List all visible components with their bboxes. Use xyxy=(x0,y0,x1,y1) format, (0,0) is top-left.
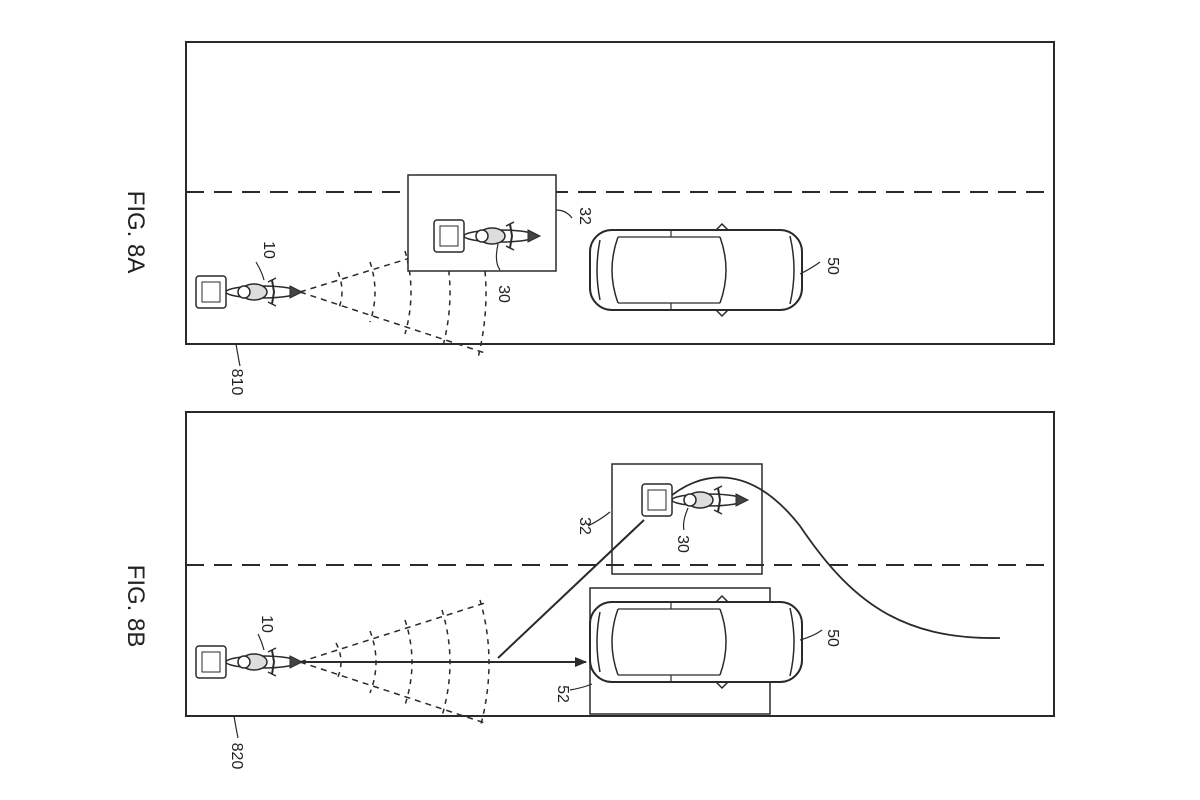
rider-motorcycle-8b xyxy=(195,645,303,679)
ref-road-8a: 810 xyxy=(228,369,245,396)
ref-detection-box-8a: 32 xyxy=(576,207,593,225)
ref-car-8b: 50 xyxy=(824,629,841,647)
figure-8a-label: FIG. 8A xyxy=(122,191,149,274)
detection-box-8a xyxy=(407,174,557,272)
detection-box-8b xyxy=(611,463,763,575)
ref-detected-motorcycle-8a: 30 xyxy=(495,285,512,303)
rider-motorcycle-8a xyxy=(195,275,303,309)
figure-8a: FIG. 8A 10 30 32 50 810 xyxy=(122,41,1055,396)
figure-8b-label: FIG. 8B xyxy=(122,565,149,648)
ref-rider-8b: 10 xyxy=(258,615,275,633)
car-8b xyxy=(589,595,803,689)
ref-rider-8a: 10 xyxy=(260,241,277,259)
sensor-cone-8b xyxy=(299,599,490,729)
ref-road-8b: 820 xyxy=(228,743,245,770)
ref-car-8a: 50 xyxy=(824,257,841,275)
ref-detected-motorcycle-8b: 30 xyxy=(674,535,691,553)
figure-8b: FIG. 8B xyxy=(122,411,1055,770)
ref-detection-box-8b: 32 xyxy=(576,517,593,535)
deflected-line-8b xyxy=(497,519,645,659)
ref-car-box-8b: 52 xyxy=(554,685,571,703)
detected-motorcycle-8b xyxy=(641,483,749,517)
car-8a xyxy=(589,223,803,317)
motorcycle-trajectory-8b xyxy=(665,476,1001,639)
